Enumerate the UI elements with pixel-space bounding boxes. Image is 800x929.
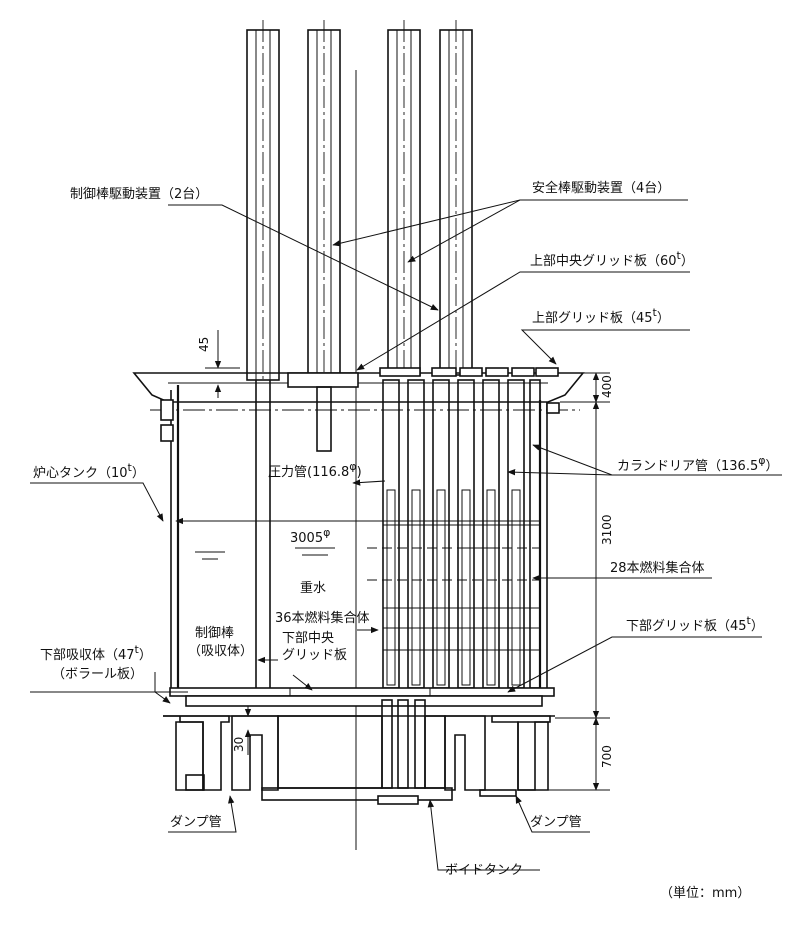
lower-grid [169,687,555,707]
label-core-tank: 炉心タンク（10t） [33,461,145,481]
label-fuel-36: 36本燃料集合体 [275,610,370,626]
label-lower-center-grid-1: 下部中央 [282,631,334,646]
label-safety-rod-drive: 安全棒駆動装置（4台） [532,180,670,196]
dimension-45: 45 [197,337,211,352]
label-control-rod-absorber: （吸収体） [188,644,253,659]
label-lower-grid: 下部グリッド板（45t） [626,614,764,634]
label-upper-center-grid: 上部中央グリッド板（60t） [530,249,694,269]
label-dump-pipe-right: ダンプ管 [530,815,582,830]
label-fuel-28: 28本燃料集合体 [610,560,705,576]
label-control-rod: 制御棒 [195,626,234,641]
label-pressure-tube: 圧力管(116.8φ) [268,460,362,480]
label-upper-grid: 上部グリッド板（45t） [532,306,670,326]
label-lower-absorber-boral: （ボラール板） [52,667,143,682]
label-heavy-water: 重水 [300,580,326,596]
label-lower-center-grid-2: グリッド板 [282,648,347,663]
bottom-structure [163,699,555,805]
core-tank [160,380,560,690]
dimension-700: 700 [600,745,614,768]
dimension-lines [205,330,610,791]
label-unit: （単位：mm） [660,885,750,901]
leader-lines [30,199,782,871]
label-void-tank: ボイドタンク [445,863,523,878]
drive-rods [246,20,473,850]
label-calandria-tube: カランドリア管（136.5φ） [617,454,779,474]
label-control-rod-drive: 制御棒駆動装置（2台） [70,187,208,202]
dimension-3100: 3100 [600,514,614,545]
fuel-assemblies [367,379,541,689]
dimension-400: 400 [600,375,614,398]
label-lower-absorber: 下部吸収体（47t） [40,643,152,663]
label-diameter: 3005φ [290,526,330,546]
dimension-30: 30 [232,737,246,752]
label-dump-pipe-left: ダンプ管 [170,815,222,830]
